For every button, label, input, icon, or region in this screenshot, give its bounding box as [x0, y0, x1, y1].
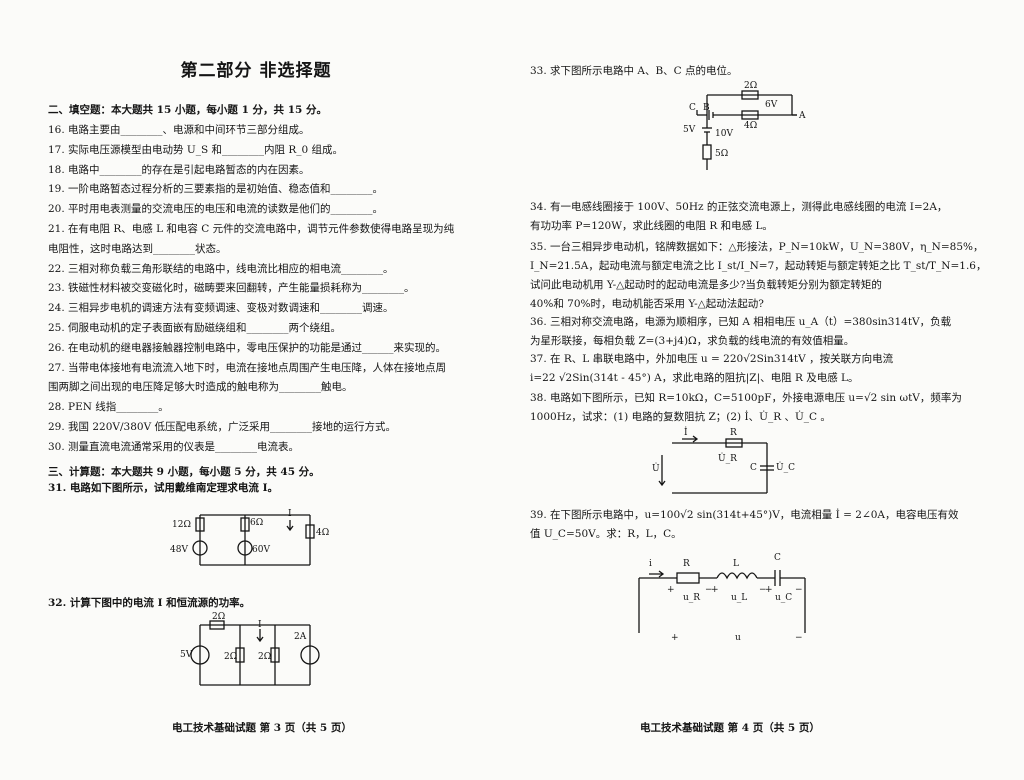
question-37-line: 37. 在 R、L 串联电路中，外加电压 u = 220√2Sin314tV ，…: [530, 353, 894, 365]
question-35-line: 试问此电动机用 Y-△起动时的起动电流是多少?当负载转矩分别为额定转矩的: [530, 279, 882, 291]
q31-r3-label: 4Ω: [316, 528, 329, 538]
q33-r3-label: 5Ω: [715, 149, 728, 159]
q39-minus-3: −: [795, 585, 803, 595]
q38-i-label: İ: [684, 426, 688, 438]
question-38-line: 38. 电路如下图所示，已知 R=10kΩ，C=5100pF，外接电源电压 u=…: [530, 392, 962, 404]
q32-r1-label: 2Ω: [212, 612, 225, 622]
q32-current-label: I: [258, 620, 262, 630]
q39-minus-2: −: [759, 585, 767, 595]
question-31: 31. 电路如下图所示，试用戴维南定理求电流 I。: [48, 482, 278, 494]
fill-item: 20. 平时用电表测量的交流电压的电压和电流的读数是他们的________。: [48, 203, 384, 216]
question-32: 32. 计算下图中的电流 I 和恒流源的功率。: [48, 597, 251, 609]
q39-plus-2: +: [711, 585, 719, 595]
left-footer: 电工技术基础试题 第 3 页（共 5 页）: [172, 722, 352, 734]
question-37-line: i=22 √2Sin(314t - 45°) A，求此电路的阻抗|Z|、电阻 R…: [530, 372, 859, 384]
fill-item: 18. 电路中________的存在是引起电路暂态的内在因素。: [48, 163, 310, 176]
circuit-q31: 12Ω 6Ω 4Ω I 48V 60V: [170, 509, 329, 566]
q33-r2-label: 4Ω: [744, 121, 757, 131]
q39-minus-1: −: [705, 585, 713, 595]
circuit-q39: i R L C u_R u_L u_C u + − + − + − + −: [638, 553, 806, 643]
circuit-q32: 2Ω 2Ω 2Ω I 2A 5V: [180, 612, 320, 686]
q33-v6-label: 6V: [765, 100, 778, 110]
q39-u-label: u: [735, 633, 741, 643]
part-title: 第二部分 非选择题: [180, 61, 332, 81]
circuit-q38: İ R U̇_R U̇ C U̇_C: [652, 426, 795, 494]
question-34-line: 34. 有一电感线圈接于 100V、50Hz 的正弦交流电源上，测得此电感线圈的…: [530, 201, 948, 213]
question-39-line: 39. 在下图所示电路中，u=100√2 sin(314t+45°)V，电流相量…: [530, 509, 959, 521]
q31-current-label: I: [288, 509, 292, 519]
question-35-line: 35. 一台三相异步电动机，铭牌数据如下：△形接法，P_N=10kW，U_N=3…: [530, 241, 984, 253]
q39-ul-label: u_L: [731, 593, 747, 603]
question-39-line: 值 U_C=50V。求：R，L，C。: [530, 528, 682, 540]
question-35-line: I_N=21.5A，起动电流与额定电流之比 I_st/I_N=7，起动转矩与额定…: [530, 260, 987, 272]
fill-item: 电阻性，这时电路达到________状态。: [48, 242, 227, 255]
q39-uc-label: u_C: [775, 593, 792, 603]
section3-header: 三、计算题：本大题共 9 小题，每小题 5 分，共 45 分。: [48, 466, 320, 478]
q38-ur-label: U̇_R: [718, 452, 737, 464]
fill-item: 23. 铁磁性材料被交变磁化时，磁畴要来回翻转，产生能量损耗称为________…: [48, 282, 415, 295]
q39-c-label: C: [774, 553, 781, 563]
fill-item: 28. PEN 线指________。: [48, 401, 169, 414]
fill-item: 21. 在有电阻 R、电感 L 和电容 C 元件的交流电路中，调节元件参数使得电…: [48, 223, 455, 235]
fill-item: 30. 测量直流电流通常采用的仪表是________电流表。: [48, 440, 300, 453]
question-35-line: 40%和 70%时，电动机能否采用 Y-△起动法起动?: [530, 298, 764, 310]
q33-c-label: C: [689, 103, 696, 113]
fill-item: 围两脚之间出现的电压降足够大时造成的触电称为________触电。: [48, 381, 353, 394]
q33-v10-label: 10V: [715, 129, 733, 139]
question-33: 33. 求下图所示电路中 A、B、C 点的电位。: [530, 65, 738, 77]
fill-item: 16. 电路主要由________、电源和中间环节三部分组成。: [48, 124, 310, 136]
q39-ur-label: u_R: [683, 593, 700, 603]
q33-r1-label: 2Ω: [744, 81, 757, 91]
fill-item: 17. 实际电压源模型由电动势 U_S 和________内阻 R_0 组成。: [48, 143, 344, 156]
question-38-line: 1000Hz，试求：(1) 电路的复数阻抗 Z；(2) İ、U̇_R 、U̇_C…: [530, 411, 831, 423]
q39-minus-4: −: [795, 633, 803, 643]
q38-uc-label: U̇_C: [776, 461, 795, 473]
section2-header: 二、填空题：本大题共 15 小题，每小题 1 分，共 15 分。: [48, 104, 327, 116]
right-footer: 电工技术基础试题 第 4 页（共 5 页）: [640, 722, 820, 734]
question-34-line: 有功功率 P=120W，求此线圈的电阻 R 和电感 L。: [530, 220, 773, 232]
q32-r2-label: 2Ω: [224, 652, 237, 662]
q33-v5-label: 5V: [683, 125, 696, 135]
fill-item: 27. 当带电体接地有电流流入地下时，电流在接地点周围产生电压降，人体在接地点周: [48, 361, 447, 374]
fill-item: 26. 在电动机的继电器接触器控制电路中，零电压保护的功能是通过______来实…: [48, 341, 447, 354]
q33-b-label: B: [703, 103, 710, 113]
q33-a-label: A: [798, 111, 806, 121]
q39-plus-1: +: [667, 585, 675, 595]
q39-i-label: i: [649, 559, 652, 569]
q38-r-label: R: [730, 428, 737, 438]
fill-item: 25. 伺服电动机的定子表面嵌有励磁绕组和________两个绕组。: [48, 322, 342, 334]
q38-c-label: C: [750, 463, 757, 473]
q39-plus-4: +: [671, 633, 679, 643]
q38-u-label: U̇: [652, 462, 660, 474]
q31-v1-label: 48V: [170, 545, 188, 555]
q32-v-label: 5V: [180, 650, 193, 660]
q32-r3-label: 2Ω: [258, 652, 271, 662]
q39-plus-3: +: [765, 585, 773, 595]
fill-item: 22. 三相对称负载三角形联结的电路中，线电流比相应的相电流________。: [48, 262, 394, 275]
fill-item: 24. 三相异步电机的调速方法有变频调速、变极对数调速和________调速。: [48, 302, 394, 315]
question-36-line: 36. 三相对称交流电路，电源为顺相序，已知 A 相相电压 u_A（t）=380…: [530, 316, 952, 328]
q31-v2-label: 60V: [252, 545, 270, 555]
q39-r-label: R: [683, 559, 690, 569]
circuit-q33: C B A 2Ω 4Ω 5Ω 6V 5V 10V: [683, 81, 806, 170]
q31-r1-label: 12Ω: [172, 520, 191, 530]
q32-cs-label: 2A: [294, 632, 307, 642]
q39-l-label: L: [733, 559, 739, 569]
q31-r2-label: 6Ω: [250, 518, 263, 528]
fill-item: 29. 我国 220V/380V 低压配电系统，广泛采用________接地的运…: [48, 421, 396, 433]
fill-item: 19. 一阶电路暂态过程分析的三要素指的是初始值、稳态值和________。: [48, 183, 384, 196]
question-36-line: 为星形联接，每相负载 Z=(3+j4)Ω，求负载的线电流的有效值相量。: [530, 335, 855, 347]
